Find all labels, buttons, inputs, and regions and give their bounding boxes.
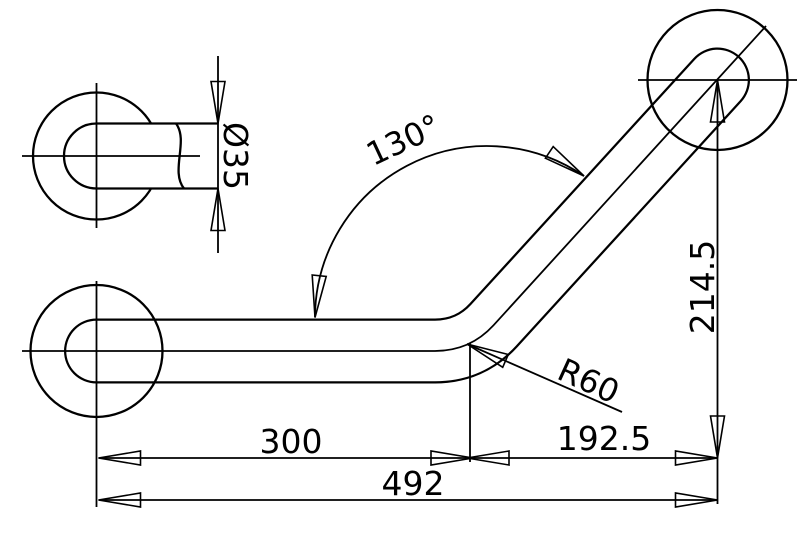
arrowhead-492-left [98, 492, 142, 508]
bend-radius-label: R60 [552, 351, 625, 412]
rise-label: 214.5 [683, 240, 722, 334]
arrowhead-192-right [674, 450, 718, 466]
arrowhead-192-left [466, 450, 510, 466]
arrowhead-492-right [674, 492, 718, 508]
arrowhead-300-right [430, 450, 474, 466]
span-right-label: 192.5 [557, 419, 651, 458]
arrowhead-300-left [98, 450, 142, 466]
arrowhead-rise-top [709, 79, 726, 123]
arrowhead-radius-leader [466, 343, 510, 369]
radius-leader-line [466, 343, 623, 413]
angle-dimension-arc [314, 145, 585, 318]
dimensions: Ø35 130° R60 300 192.5 492 [98, 56, 726, 508]
detail-view [22, 83, 219, 228]
bend-angle-label: 130° [360, 107, 446, 174]
arrowhead-angle-left [311, 274, 328, 318]
arrowhead-diameter-top [210, 80, 226, 124]
span-total-label: 492 [382, 464, 445, 503]
main-view [22, 8, 797, 507]
arrowhead-rise-bottom [709, 415, 726, 459]
span-left-label: 300 [260, 422, 323, 461]
arrowhead-angle-right [544, 145, 585, 177]
tube-diameter-label: Ø35 [216, 122, 255, 190]
arrowhead-diameter-bottom [210, 188, 226, 232]
